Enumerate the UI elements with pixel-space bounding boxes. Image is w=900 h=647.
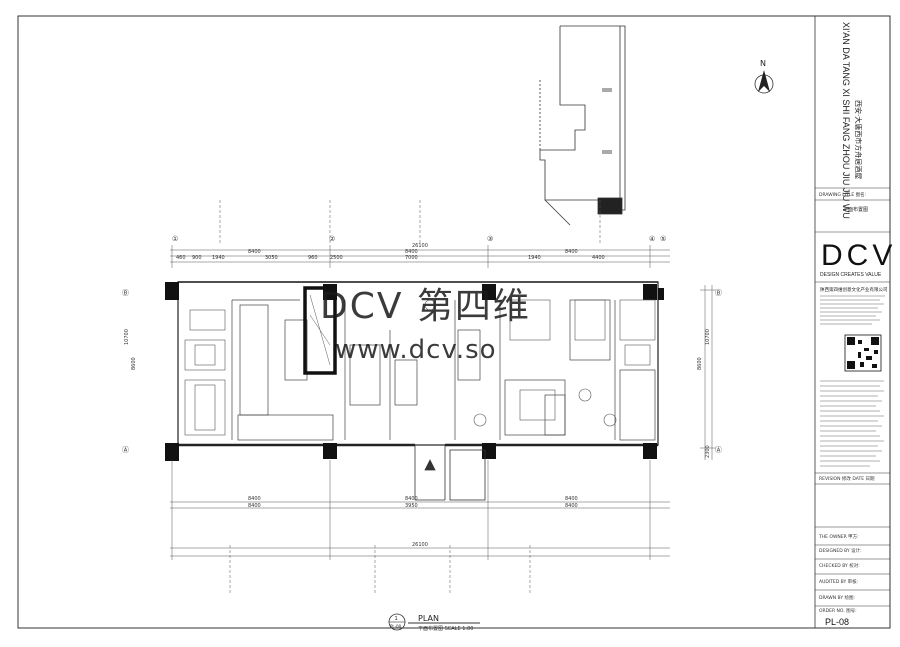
grid-bubbles: ① ② ③ ④ ⑤ Ⓑ Ⓐ Ⓑ Ⓐ [122, 235, 722, 454]
plan-tag-top: 1 [395, 616, 398, 622]
field-order-no: ORDER NO. 图号: [819, 608, 857, 614]
dim-top-sub-6: 2500 [330, 255, 343, 261]
dim-left-2: 10700 [124, 329, 130, 345]
dim-top-span-1: 8400 [248, 249, 261, 255]
dim-top-sub-7: 7000 [405, 255, 418, 261]
watermark: DCV 第四维 www.dcv.so [320, 286, 531, 365]
dim-top-span-3: 8400 [565, 249, 578, 255]
dim-left-1: 8600 [131, 357, 137, 370]
key-plan [539, 25, 626, 226]
sheet-border [17, 15, 891, 629]
grid-bubble-b-right: Ⓑ [715, 289, 722, 297]
dim-bottom-sub-2: 3950 [405, 503, 418, 509]
dim-bottom-span-1: 8400 [248, 496, 261, 502]
dim-bottom-span-3: 8400 [565, 496, 578, 502]
drawing-title-value: 平面布置图 [843, 206, 868, 213]
entrance-vestibule [414, 445, 486, 501]
dim-bottom-overall: 26100 [412, 542, 428, 548]
building-walls [177, 281, 659, 447]
grid-bubble-a-right: Ⓐ [715, 446, 722, 454]
dim-top-sub-4: 3050 [265, 255, 278, 261]
dim-top-sub-2: 900 [192, 255, 202, 261]
dim-bottom-sub-3: 8400 [565, 503, 578, 509]
grid-bubble-3: ③ [487, 235, 493, 243]
dim-bottom-sub-1: 8400 [248, 503, 261, 509]
interior-partitions [231, 299, 656, 441]
dim-right-1: 8600 [697, 357, 703, 370]
brand-tagline: DESIGN CREATES VALUE [820, 272, 882, 278]
right-booths [424, 299, 656, 427]
grid-bubble-5: ⑤ [660, 235, 666, 243]
dim-top-sub-9: 4400 [592, 255, 605, 261]
grid-bubble-b-left: Ⓑ [122, 289, 129, 297]
field-checked-by: CHECKED BY 校对: [819, 562, 860, 569]
field-audited-by: AUDITED BY 审核: [819, 578, 858, 585]
north-arrow: N [754, 59, 774, 94]
dim-top-sub-8: 1940 [528, 255, 541, 261]
field-designed-by: DESIGNED BY 设计: [819, 547, 862, 554]
dim-top-sub-5: 960 [308, 255, 318, 261]
kitchen-hood [303, 286, 337, 375]
watermark-line1: DCV 第四维 [320, 286, 531, 327]
dim-top-span-2: 8400 [405, 249, 418, 255]
dim-bottom-span-2: 8400 [405, 496, 418, 502]
brand-company: 陕西第四维创意文化产业有限公司 [820, 286, 888, 293]
dim-top-sub-3: 1940 [212, 255, 225, 261]
top-dimensions [170, 200, 670, 268]
sheet-number: PL-08 [825, 617, 849, 627]
plan-tag-bottom: PL-08 [390, 624, 402, 629]
field-drawn-by: DRAWN BY 绘图: [819, 594, 855, 601]
plan-title: PLAN [418, 614, 439, 623]
plan-caption: 1 PL-08 PLAN 平面布置图 SCALE 1:80 [388, 613, 480, 632]
qr-code-icon [844, 334, 882, 372]
drawing-title-label: DRAWING LITLE 图名: [819, 191, 866, 198]
dim-overall-top: 26100 [412, 243, 428, 249]
project-title-en: XI'AN DA TANG XI SHI FANG ZHOU JIU JIU W… [841, 22, 851, 219]
north-label: N [760, 59, 766, 68]
bottom-dimensions [170, 460, 670, 595]
dim-top-sub-1: 460 [176, 255, 186, 261]
revision-label: REVISION 修改 DATE 日期 [819, 475, 875, 482]
dim-right-3: 2300 [705, 445, 711, 458]
left-dining-tables [184, 309, 226, 436]
watermark-line2: www.dcv.so [335, 335, 497, 365]
grid-bubble-a-left: Ⓐ [122, 446, 129, 454]
plan-subtitle: 平面布置图 SCALE 1:80 [418, 625, 473, 632]
brand-logo: DCV [821, 239, 896, 272]
grid-bubble-4: ④ [649, 235, 655, 243]
field-owner: THE OWNER 甲方: [818, 533, 859, 540]
dim-right-2: 10700 [705, 329, 711, 345]
project-title-cn: 西安·大唐西市方舟居酒屋 [854, 100, 863, 179]
title-block: XI'AN DA TANG XI SHI FANG ZHOU JIU JIU W… [814, 16, 896, 628]
right-dimensions [700, 285, 716, 460]
grid-bubble-2: ② [329, 235, 335, 243]
grid-bubble-1: ① [172, 235, 178, 243]
